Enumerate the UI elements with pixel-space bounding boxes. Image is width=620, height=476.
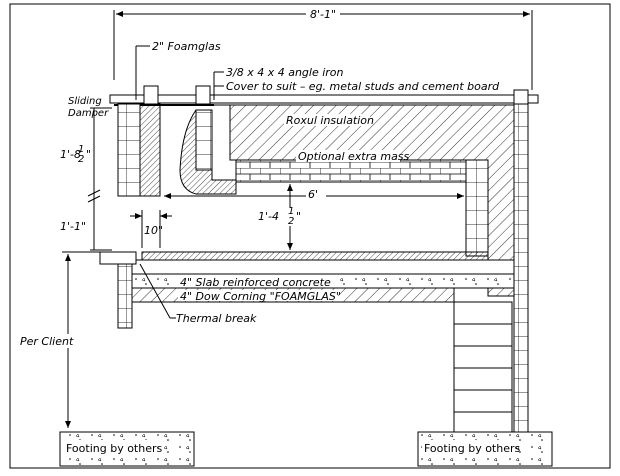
foamglas-label: 2" Foamglas: [152, 40, 221, 53]
angle-iron-label: 3/8 x 4 x 4 angle iron: [226, 66, 344, 79]
optional-mass-label: Optional extra mass: [298, 150, 410, 163]
footing-left-label: Footing by others: [66, 442, 163, 455]
slab-top-line: [129, 259, 515, 275]
overall-width-label: 8'-1": [310, 8, 336, 21]
throat-bricks: [195, 109, 213, 171]
inner-height-inch: ": [296, 210, 301, 223]
wall-thickness-dimension: [130, 210, 172, 248]
hearth: [141, 251, 489, 261]
cover-slab: [109, 94, 539, 104]
per-client-label: Per Client: [20, 335, 74, 348]
front-wall-outer: [117, 103, 141, 197]
inner-height-frac-num: 1: [288, 206, 294, 217]
slab-label: 4" Slab reinforced concrete: [180, 276, 331, 289]
footing-right-label: Footing by others: [424, 442, 521, 455]
damper-label: Damper: [68, 108, 109, 119]
height-main-label: 1'-8: [60, 148, 81, 161]
height-main-inch: ": [86, 148, 91, 161]
inner-height-frac-den: 2: [288, 216, 294, 227]
chamber-right-wall: [465, 159, 489, 257]
height-main-frac-den: 2: [78, 154, 84, 165]
sliding-label: Sliding: [68, 96, 102, 107]
cover-label: Cover to suit – eg. metal studs and ceme…: [226, 80, 500, 93]
inner-width-label: 6': [308, 188, 318, 201]
front-wall-inner: [139, 103, 161, 197]
post-left-1: [143, 85, 159, 105]
front-ledge: [99, 251, 137, 265]
wall-thickness-label: 10": [144, 224, 163, 237]
right-outer-wall: [513, 103, 529, 465]
roxul-label: Roxul insulation: [286, 114, 374, 127]
right-base-blocks: [453, 301, 513, 433]
post-right: [513, 89, 529, 105]
front-base-wall: [117, 263, 133, 329]
height-main-frac-num: 1: [78, 144, 84, 155]
inner-height-label: 1'-4: [258, 210, 279, 223]
thermal-break-label: Thermal break: [176, 312, 257, 325]
overall-width-dimension: 8'-1": [113, 6, 533, 90]
optional-extra-mass: [235, 159, 489, 183]
thermal-break-leader: [139, 263, 171, 319]
dow-label: 4" Dow Corning "FOAMGLAS": [180, 290, 341, 303]
post-left-2: [195, 85, 211, 105]
frame-border: [9, 3, 611, 469]
left-height-dimensions: [87, 107, 112, 251]
height-lower-label: 1'-1": [60, 220, 86, 233]
